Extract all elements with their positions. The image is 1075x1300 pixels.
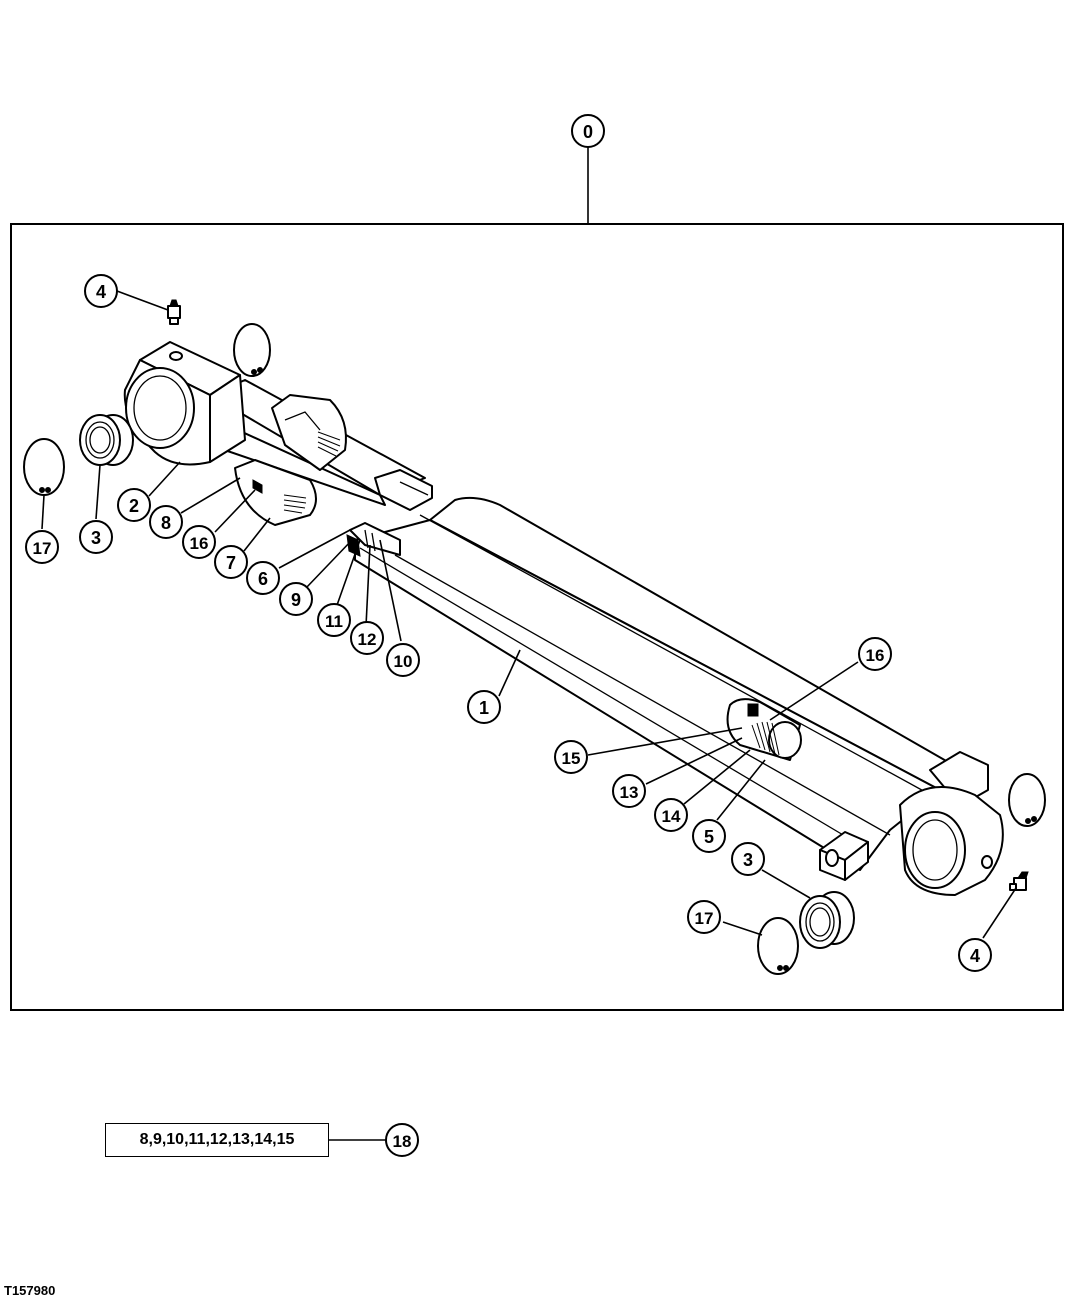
callout-18-label: 18 [393, 1132, 412, 1151]
callout-3-lower: 3 [731, 842, 765, 876]
callout-0: 0 [571, 114, 605, 148]
callout-11: 11 [317, 603, 351, 637]
callout-7: 7 [214, 545, 248, 579]
callout-10-label: 10 [394, 652, 413, 671]
snap-ring-lower-right [1008, 773, 1046, 827]
callout-12: 12 [350, 621, 384, 655]
snap-ring-upper-right [233, 323, 271, 377]
callout-14: 14 [654, 798, 688, 832]
callout-8-label: 8 [161, 513, 171, 533]
callout-7-label: 7 [226, 553, 236, 573]
callout-18: 18 [385, 1123, 419, 1157]
kit-contents-box: 8,9,10,11,12,13,14,15 [105, 1123, 329, 1157]
callout-3-upper-label: 3 [91, 528, 101, 548]
grease-fitting-lower [1009, 871, 1029, 891]
callout-17-lower: 17 [687, 900, 721, 934]
callout-16-lower: 16 [858, 637, 892, 671]
bushing-upper [79, 414, 134, 466]
leader-lines [41, 147, 1017, 1141]
callout-8: 8 [149, 505, 183, 539]
figure-id: T157980 [4, 1283, 56, 1298]
callout-15-label: 15 [562, 749, 581, 768]
callout-5-label: 5 [704, 827, 714, 847]
callout-17-upper: 17 [25, 530, 59, 564]
callout-12-label: 12 [358, 630, 377, 649]
callout-1: 1 [467, 690, 501, 724]
callout-0-label: 0 [583, 122, 593, 142]
assembly-frame [10, 223, 1064, 1011]
callout-17-upper-label: 17 [33, 539, 52, 558]
snap-ring-lower-left [757, 917, 799, 975]
snap-ring-upper-left [23, 438, 65, 496]
cylinder-barrel [354, 496, 1004, 896]
grease-fitting-upper [167, 299, 181, 325]
callout-9-label: 9 [291, 590, 301, 610]
callout-4-upper: 4 [84, 274, 118, 308]
kit-contents-label: 8,9,10,11,12,13,14,15 [139, 1131, 295, 1148]
callout-5: 5 [692, 819, 726, 853]
callout-16-lower-label: 16 [866, 646, 885, 665]
callout-1-label: 1 [479, 698, 489, 718]
gland-half-lower [234, 459, 317, 526]
callout-3-lower-label: 3 [743, 850, 753, 870]
callout-2: 2 [117, 488, 151, 522]
bushing-lower [799, 891, 855, 949]
callout-15: 15 [554, 740, 588, 774]
callout-13: 13 [612, 774, 646, 808]
callout-2-label: 2 [129, 496, 139, 516]
callout-3-upper: 3 [79, 520, 113, 554]
callout-10: 10 [386, 643, 420, 677]
gland-half-upper [271, 394, 347, 471]
callout-16-upper: 16 [182, 525, 216, 559]
callout-17-lower-label: 17 [695, 909, 714, 928]
callout-9: 9 [279, 582, 313, 616]
callout-13-label: 13 [620, 783, 639, 802]
callout-6: 6 [246, 561, 280, 595]
callout-14-label: 14 [662, 807, 681, 826]
callout-4-lower-label: 4 [970, 946, 980, 966]
callout-4-lower: 4 [958, 938, 992, 972]
callout-4-upper-label: 4 [96, 282, 106, 302]
callout-16-upper-label: 16 [190, 534, 209, 553]
callout-11-label: 11 [325, 612, 343, 631]
callout-6-label: 6 [258, 569, 268, 589]
